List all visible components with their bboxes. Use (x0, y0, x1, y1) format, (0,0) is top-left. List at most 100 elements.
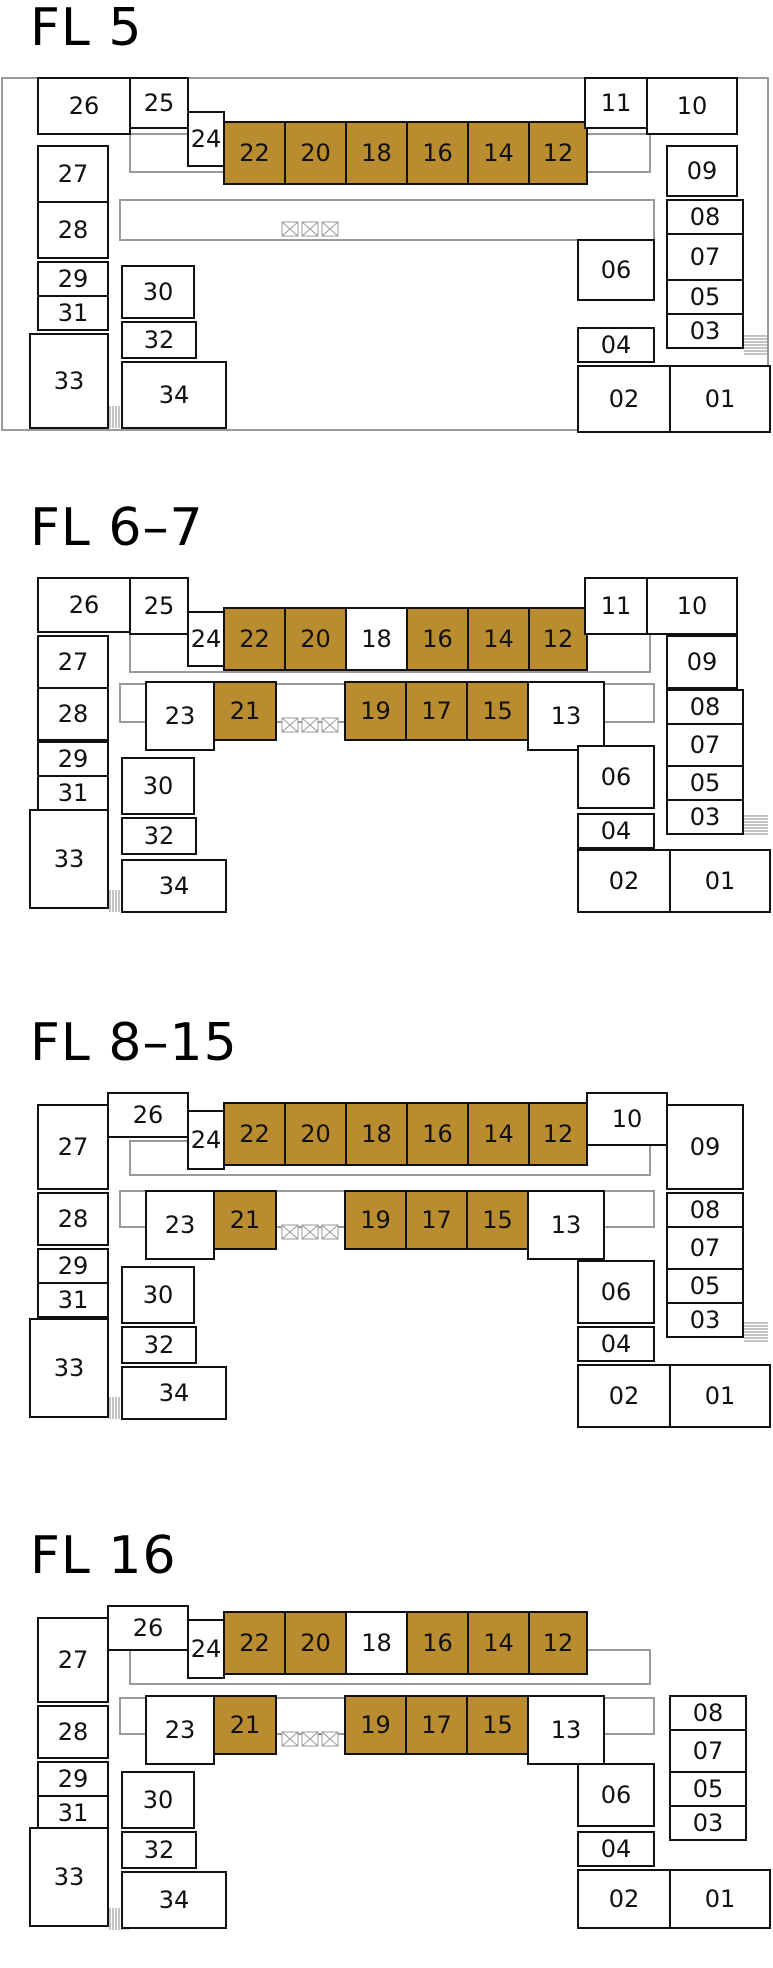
unit-12[interactable]: 12 (528, 1102, 588, 1166)
unit-16[interactable]: 16 (406, 1102, 469, 1166)
unit-12[interactable]: 12 (528, 121, 588, 185)
unit-29[interactable]: 29 (37, 1248, 109, 1284)
unit-02[interactable]: 02 (577, 1869, 671, 1929)
unit-32[interactable]: 32 (121, 817, 197, 855)
unit-11[interactable]: 11 (584, 577, 648, 635)
unit-27[interactable]: 27 (37, 635, 109, 689)
unit-12[interactable]: 12 (528, 1611, 588, 1675)
unit-21[interactable]: 21 (213, 1190, 277, 1250)
unit-23[interactable]: 23 (145, 681, 215, 751)
unit-14[interactable]: 14 (467, 607, 530, 671)
unit-19[interactable]: 19 (344, 1695, 407, 1755)
unit-01[interactable]: 01 (669, 1869, 771, 1929)
unit-32[interactable]: 32 (121, 1831, 197, 1869)
unit-01[interactable]: 01 (669, 365, 771, 433)
unit-01[interactable]: 01 (669, 1364, 771, 1428)
unit-21[interactable]: 21 (213, 681, 277, 741)
unit-05[interactable]: 05 (666, 279, 744, 315)
unit-17[interactable]: 17 (405, 681, 468, 741)
unit-32[interactable]: 32 (121, 1326, 197, 1364)
unit-17[interactable]: 17 (405, 1190, 468, 1250)
unit-31[interactable]: 31 (37, 1795, 109, 1831)
unit-09[interactable]: 09 (666, 635, 738, 689)
unit-25[interactable]: 25 (129, 577, 189, 635)
unit-10[interactable]: 10 (586, 1092, 668, 1146)
unit-12[interactable]: 12 (528, 607, 588, 671)
unit-02[interactable]: 02 (577, 365, 671, 433)
unit-04[interactable]: 04 (577, 1326, 655, 1362)
unit-14[interactable]: 14 (467, 1102, 530, 1166)
unit-21[interactable]: 21 (213, 1695, 277, 1755)
unit-24[interactable]: 24 (187, 111, 225, 167)
unit-18[interactable]: 18 (345, 607, 408, 671)
unit-07[interactable]: 07 (666, 233, 744, 281)
unit-22[interactable]: 22 (223, 121, 286, 185)
unit-07[interactable]: 07 (666, 1226, 744, 1270)
unit-18[interactable]: 18 (345, 121, 408, 185)
unit-22[interactable]: 22 (223, 1102, 286, 1166)
unit-29[interactable]: 29 (37, 1761, 109, 1797)
unit-14[interactable]: 14 (467, 121, 530, 185)
unit-27[interactable]: 27 (37, 145, 109, 203)
unit-05[interactable]: 05 (666, 1268, 744, 1304)
unit-15[interactable]: 15 (466, 681, 529, 741)
unit-34[interactable]: 34 (121, 361, 227, 429)
unit-16[interactable]: 16 (406, 121, 469, 185)
unit-34[interactable]: 34 (121, 859, 227, 913)
unit-10[interactable]: 10 (646, 577, 738, 635)
unit-30[interactable]: 30 (121, 265, 195, 319)
unit-23[interactable]: 23 (145, 1695, 215, 1765)
unit-28[interactable]: 28 (37, 1192, 109, 1246)
unit-27[interactable]: 27 (37, 1617, 109, 1703)
unit-24[interactable]: 24 (187, 1110, 225, 1170)
unit-06[interactable]: 06 (577, 1763, 655, 1827)
unit-31[interactable]: 31 (37, 1282, 109, 1318)
unit-06[interactable]: 06 (577, 239, 655, 301)
unit-13[interactable]: 13 (527, 681, 605, 751)
unit-04[interactable]: 04 (577, 813, 655, 849)
unit-08[interactable]: 08 (666, 689, 744, 725)
unit-03[interactable]: 03 (669, 1805, 747, 1841)
unit-23[interactable]: 23 (145, 1190, 215, 1260)
unit-30[interactable]: 30 (121, 1771, 195, 1829)
unit-08[interactable]: 08 (669, 1695, 747, 1731)
unit-22[interactable]: 22 (223, 1611, 286, 1675)
unit-28[interactable]: 28 (37, 687, 109, 741)
unit-18[interactable]: 18 (345, 1611, 408, 1675)
unit-06[interactable]: 06 (577, 1260, 655, 1324)
unit-26[interactable]: 26 (107, 1605, 189, 1651)
unit-20[interactable]: 20 (284, 1102, 347, 1166)
unit-31[interactable]: 31 (37, 295, 109, 331)
unit-04[interactable]: 04 (577, 1831, 655, 1867)
unit-33[interactable]: 33 (29, 1318, 109, 1418)
unit-02[interactable]: 02 (577, 1364, 671, 1428)
unit-05[interactable]: 05 (666, 765, 744, 801)
unit-07[interactable]: 07 (669, 1729, 747, 1773)
unit-26[interactable]: 26 (107, 1092, 189, 1138)
unit-28[interactable]: 28 (37, 1705, 109, 1759)
unit-10[interactable]: 10 (646, 77, 738, 135)
unit-01[interactable]: 01 (669, 849, 771, 913)
unit-08[interactable]: 08 (666, 1192, 744, 1228)
unit-14[interactable]: 14 (467, 1611, 530, 1675)
unit-28[interactable]: 28 (37, 201, 109, 259)
unit-34[interactable]: 34 (121, 1871, 227, 1929)
unit-34[interactable]: 34 (121, 1366, 227, 1420)
unit-13[interactable]: 13 (527, 1190, 605, 1260)
unit-24[interactable]: 24 (187, 611, 225, 667)
unit-29[interactable]: 29 (37, 741, 109, 777)
unit-03[interactable]: 03 (666, 799, 744, 835)
unit-22[interactable]: 22 (223, 607, 286, 671)
unit-15[interactable]: 15 (466, 1695, 529, 1755)
unit-08[interactable]: 08 (666, 199, 744, 235)
unit-20[interactable]: 20 (284, 1611, 347, 1675)
unit-20[interactable]: 20 (284, 607, 347, 671)
unit-29[interactable]: 29 (37, 261, 109, 297)
unit-16[interactable]: 16 (406, 1611, 469, 1675)
unit-09[interactable]: 09 (666, 1104, 744, 1190)
unit-03[interactable]: 03 (666, 1302, 744, 1338)
unit-05[interactable]: 05 (669, 1771, 747, 1807)
unit-33[interactable]: 33 (29, 809, 109, 909)
unit-20[interactable]: 20 (284, 121, 347, 185)
unit-19[interactable]: 19 (344, 681, 407, 741)
